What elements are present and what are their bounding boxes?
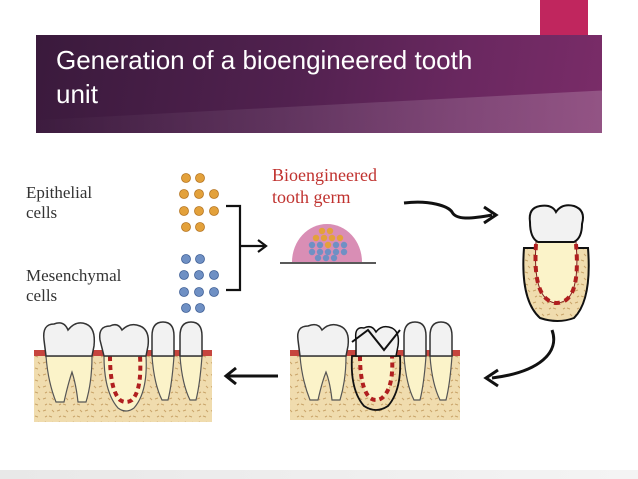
transplant-jaw xyxy=(290,321,460,420)
slide-title: Generation of a bioengineered tooth unit xyxy=(56,45,473,109)
bioengineered-tooth-unit xyxy=(522,204,590,322)
mesenchymal-cells-cluster xyxy=(179,254,219,313)
arrow-to-final xyxy=(223,366,278,386)
epithelial-cells-label: Epithelial cells xyxy=(26,183,93,222)
final-tooth-jaw xyxy=(34,321,212,422)
epithelial-cells-cluster xyxy=(179,173,219,232)
tooth-germ xyxy=(280,224,376,264)
mesenchymal-cells-label: Mesenchymal cells xyxy=(26,266,122,305)
title-banner: Generation of a bioengineered tooth unit xyxy=(36,35,602,133)
tooth-germ-label: Bioengineered tooth germ xyxy=(272,165,377,207)
slide-footer-bar xyxy=(0,470,638,479)
combine-bracket xyxy=(226,204,268,292)
arrow-to-tooth-unit xyxy=(403,200,499,225)
arrow-to-transplant xyxy=(483,329,556,388)
